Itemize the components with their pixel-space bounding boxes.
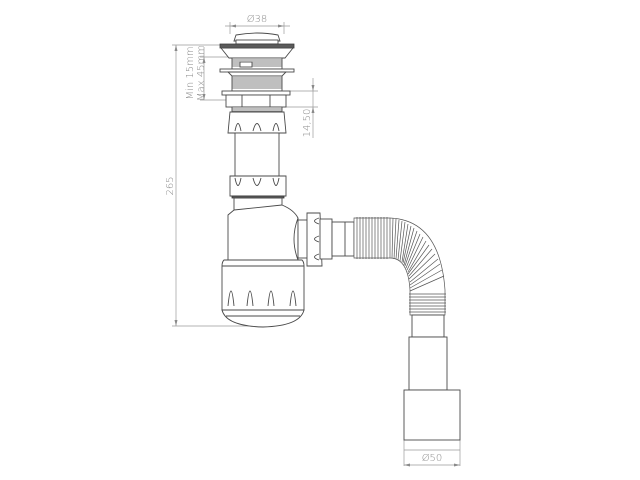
flex-hose-connector [319,218,355,260]
label-thread-offset: 14,50 [302,109,313,138]
waste-body-thread-upper [231,57,283,70]
waste-washer [219,68,295,77]
tailpiece-pipe [234,132,280,177]
label-clamp-min: Min 15mm [185,46,196,99]
trap-body [227,197,310,261]
upper-coupling-nut [227,111,287,134]
dimension-clamp-range: Min 15mm Max 45mm [185,45,232,101]
lower-coupling-nut [229,175,287,199]
bottle-cup [221,259,305,328]
outlet-pipe [403,314,461,441]
label-outlet-diameter: Ø50 [422,452,443,464]
label-clamp-max: Max 45mm [196,45,207,101]
waste-body-thread-lower [231,75,283,92]
side-outlet-nut [306,212,323,267]
dimension-outlet-diameter: Ø50 [403,440,461,467]
label-top-diameter: Ø38 [247,13,268,25]
dimension-total-height: 265 [165,44,255,327]
backnut [221,90,291,113]
waste-flange [219,43,295,59]
popup-plug [233,32,281,45]
dimension-top-diameter: Ø38 [225,13,290,34]
flexible-hose [353,217,446,316]
label-total-height: 265 [165,176,176,195]
